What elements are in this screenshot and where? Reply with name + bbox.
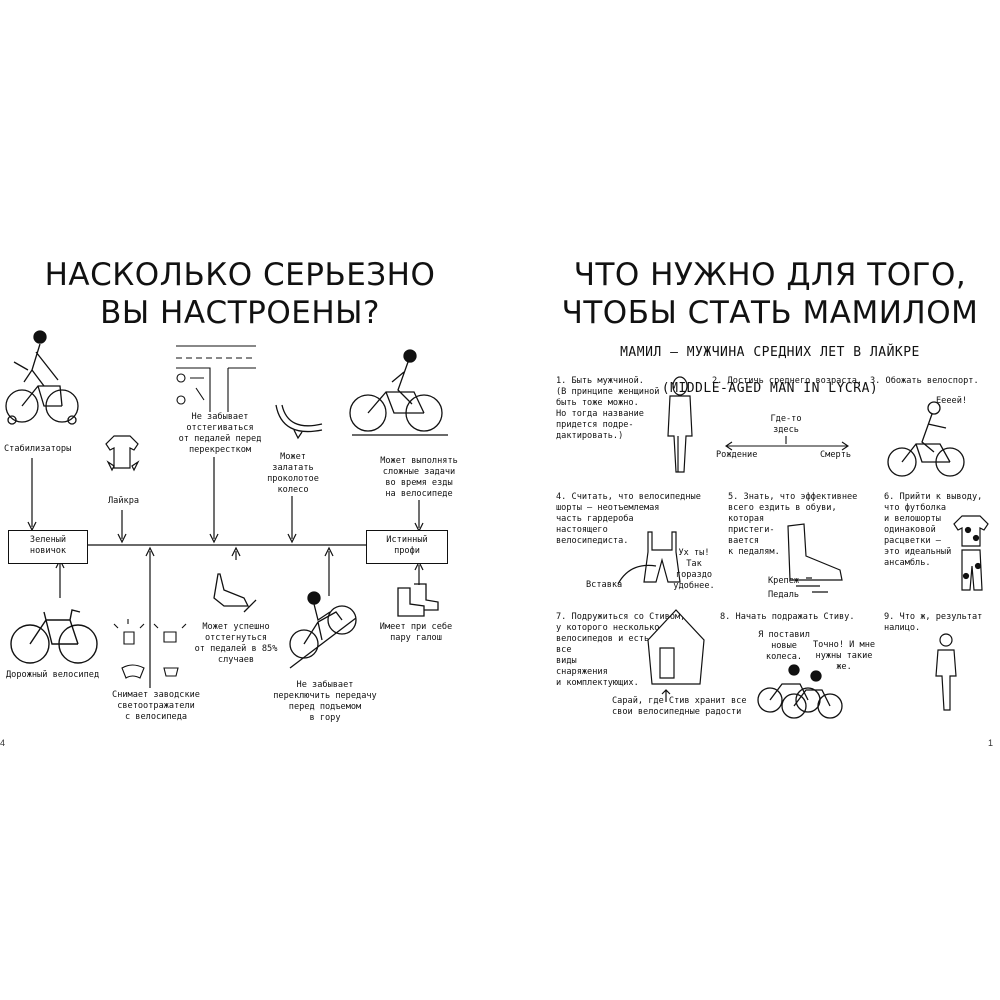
age-scale-line — [726, 436, 848, 450]
end-box-true-pro: Истинный профи — [366, 530, 448, 564]
start-box-green-novice: Зеленый новичок — [8, 530, 88, 564]
step-9: 9. Что ж, результат налицо. — [884, 612, 983, 633]
matching-kit-illustration — [954, 516, 988, 590]
cycling-shoe-illustration — [788, 524, 842, 592]
right-page-number: 1 — [988, 738, 994, 748]
speech-new-wheels: Я поставил новые колеса. — [758, 630, 810, 662]
mamil-result-illustration — [936, 634, 956, 710]
shed-illustration — [648, 610, 704, 702]
uphill-cyclist-illustration — [290, 592, 356, 668]
age-scale-birth: Рождение — [716, 450, 758, 460]
subtitle-line-1: МАМИЛ – МУЖЧИНА СРЕДНИХ ЛЕТ В ЛАЙКРЕ — [620, 345, 920, 360]
label-stabilizers: Стабилизаторы — [4, 444, 72, 454]
label-unclip: Может успешно отстегнуться от педалей в … — [194, 622, 278, 665]
speech-yay: Еееей! — [936, 396, 968, 406]
intersection-illustration — [176, 346, 256, 412]
right-title-line-2: ЧТОБЫ СТАТЬ МАМИЛОМ — [561, 295, 979, 331]
lycra-jersey-illustration — [106, 436, 138, 470]
age-scale-death: Смерть — [820, 450, 852, 460]
step-6: 6. Прийти к выводу, что футболка и велош… — [884, 492, 983, 568]
pro-cyclist-illustration — [350, 350, 448, 435]
happy-cyclist-illustration — [888, 402, 964, 476]
label-pedals-intersection: Не забывает отстегиваться от педалей пер… — [178, 412, 262, 455]
label-lycra: Лайкра — [108, 496, 140, 506]
left-title-line-2: ВЫ НАСТРОЕНЫ? — [100, 295, 380, 331]
label-reflectors: Снимает заводские светоотражатели с вело… — [112, 690, 200, 722]
stabilizers-cyclist-illustration — [6, 331, 78, 424]
step-4: 4. Считать, что велосипедные шорты – нео… — [556, 492, 701, 546]
step-5: 5. Знать, что эффективнее всего ездить в… — [728, 492, 858, 557]
age-scale-somewhere: Где-то здесь — [770, 414, 802, 435]
shoe-covers-illustration — [398, 584, 438, 616]
speech-me-too: Точно! И мне нужны такие же. — [812, 640, 876, 672]
step-8: 8. Начать подражать Стиву. — [720, 612, 855, 622]
label-complex-tasks: Может выполнять сложные задачи во время … — [380, 456, 458, 499]
two-cyclists-illustration — [758, 665, 842, 718]
timeline-diagram — [0, 0, 500, 1000]
step-1: 1. Быть мужчиной. (В принципе женщиной б… — [556, 376, 660, 441]
puncture-wheel-illustration — [276, 405, 322, 438]
label-wow: Ух ты! Так гораздо удобнее. — [673, 548, 715, 591]
step-2: 2. Достичь среднего возраста. — [712, 376, 863, 386]
right-page-title: ЧТО НУЖНО ДЛЯ ТОГО, ЧТОБЫ СТАТЬ МАМИЛОМ — [560, 256, 980, 332]
step-7: 7. Подружиться со Стивом, у которого нес… — [556, 612, 686, 688]
step-3: 3. Обожать велоспорт. — [870, 376, 979, 386]
left-title-line-1: НАСКОЛЬКО СЕРЬЕЗНО — [44, 257, 436, 293]
shed-caption: Сарай, где Стив хранит все свои велосипе… — [612, 696, 747, 717]
road-bike-illustration — [11, 610, 97, 663]
label-gear-shift: Не забывает переключить передачу перед п… — [273, 680, 377, 723]
right-title-line-1: ЧТО НУЖНО ДЛЯ ТОГО, — [573, 257, 967, 293]
label-pedal: Педаль — [768, 590, 800, 600]
unclip-shoe-illustration — [214, 574, 256, 612]
label-clip: Крепеж — [768, 576, 800, 586]
left-page-title: НАСКОЛЬКО СЕРЬЕЗНО ВЫ НАСТРОЕНЫ? — [40, 256, 440, 332]
left-page-number: 4 — [0, 738, 6, 748]
label-road-bike: Дорожный велосипед — [6, 670, 100, 680]
label-shoe-covers: Имеет при себе пару галош — [379, 622, 453, 643]
bib-shorts-illustration — [618, 532, 680, 584]
reflectors-illustration — [114, 619, 186, 678]
man-figure-illustration — [668, 377, 692, 472]
label-insert: Вставка — [586, 580, 623, 590]
label-puncture: Может залатать проколотое колесо — [267, 452, 319, 495]
